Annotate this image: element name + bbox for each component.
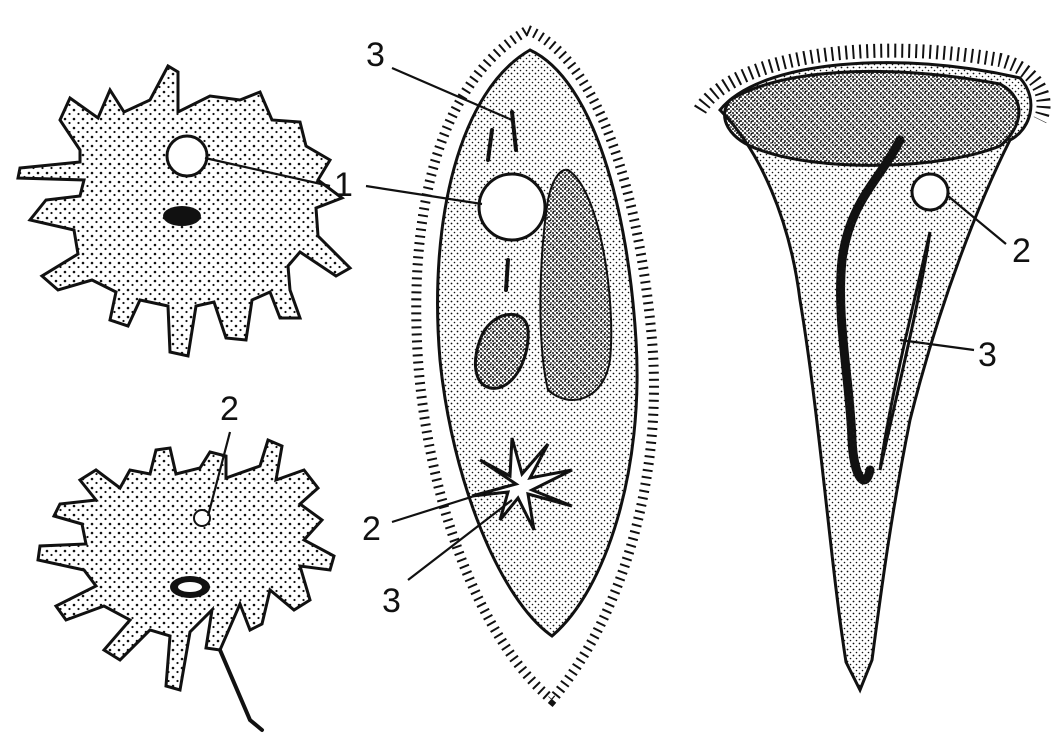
label-paramecium-2: 2: [362, 510, 381, 548]
amoeba-bottom-body: [38, 440, 334, 690]
contractile-vacuole: [479, 174, 545, 240]
contractile-vacuole: [167, 136, 207, 176]
oral-disc: [725, 71, 1019, 165]
canal: [506, 260, 508, 290]
label-stentor-3: 3: [978, 336, 997, 374]
amoeba-bottom: [38, 440, 334, 730]
paramecium: [416, 30, 654, 700]
contractile-vacuole: [912, 174, 948, 210]
pseudopod-tail: [220, 650, 262, 730]
nucleus-highlight: [178, 582, 202, 592]
label-paramecium-top: 3: [366, 36, 385, 74]
label-amoeba-vacuole: 1: [334, 166, 353, 204]
nucleus: [163, 206, 201, 226]
small-vacuole: [194, 510, 210, 526]
label-stentor-2: 2: [1012, 232, 1031, 270]
label-paramecium-3: 3: [382, 582, 401, 620]
label-amoeba-bottom: 2: [220, 390, 239, 428]
amoeba-top: [18, 66, 350, 356]
